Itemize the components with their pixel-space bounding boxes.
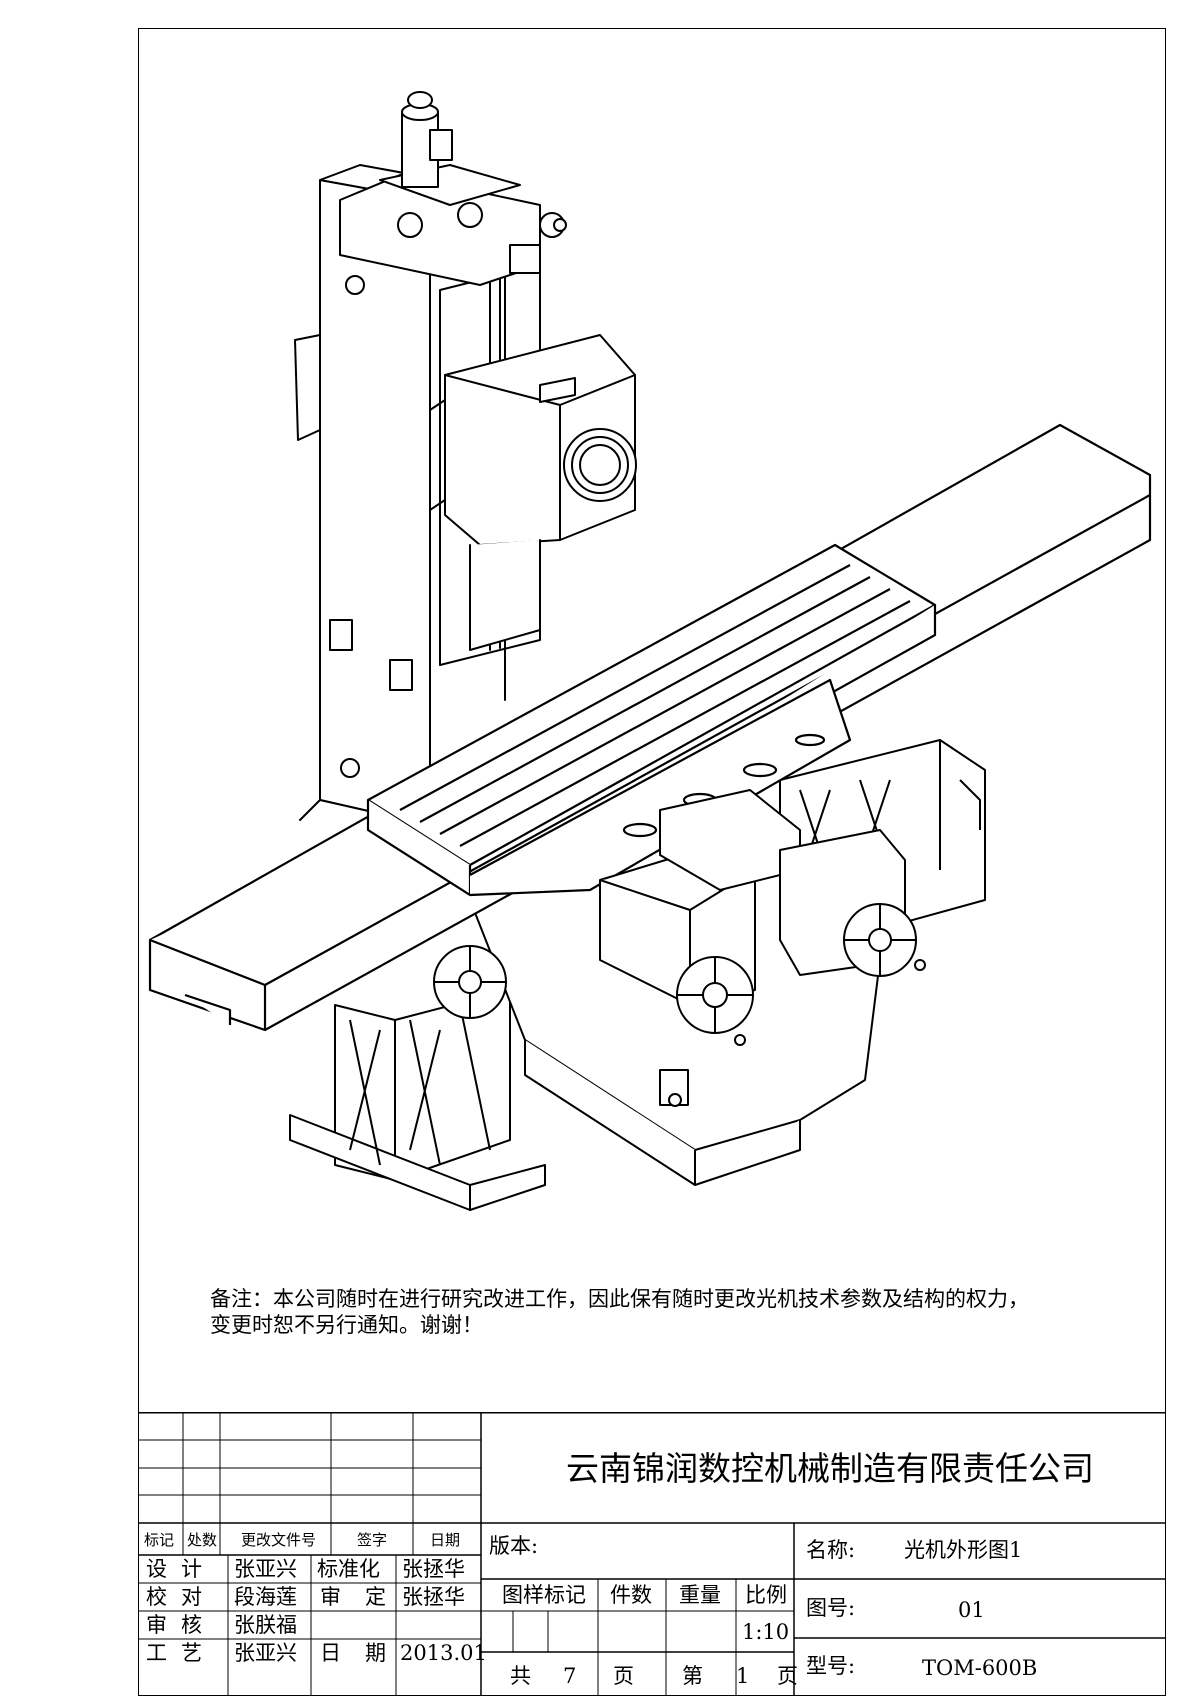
role-review: 审核 (146, 1613, 216, 1637)
name-approve: 张拯华 (402, 1585, 465, 1609)
sheet-unit: 页 (777, 1664, 798, 1688)
rev-header-date: 日期 (430, 1531, 461, 1549)
drawing-no-label: 图号: (806, 1596, 856, 1620)
quantity-label: 件数 (610, 1583, 652, 1607)
title-block: 云南锦润数控机械制造有限责任公司 标记 处数 更改文件号 签字 日期 设计 张亚… (138, 1412, 1166, 1696)
rev-header-sign: 签字 (357, 1531, 388, 1549)
scale-value: 1:10 (742, 1620, 790, 1644)
rev-header-count: 处数 (187, 1531, 218, 1549)
role-approve: 审定 (320, 1585, 410, 1609)
machine-isometric-drawing (148, 91, 1152, 1211)
role-check: 校对 (146, 1585, 216, 1609)
model-label: 型号: (806, 1654, 856, 1678)
total-label: 共 (510, 1664, 531, 1688)
note-line-1: 备注：本公司随时在进行研究改进工作，因此保有随时更改光机技术参数及结构的权力， (210, 1287, 1029, 1311)
name-review: 张朕福 (234, 1613, 297, 1637)
name-design: 张亚兴 (234, 1557, 297, 1581)
stage-mark-label: 图样标记 (502, 1583, 586, 1607)
note: 备注：本公司随时在进行研究改进工作，因此保有随时更改光机技术参数及结构的权力， … (210, 1286, 1160, 1338)
drawing-name: 光机外形图1 (904, 1538, 1023, 1562)
title-block-grid (138, 1412, 1166, 1696)
version-label: 版本: (489, 1534, 539, 1558)
sheet-border (138, 28, 1166, 1696)
note-line-2: 变更时恕不另行通知。谢谢！ (210, 1313, 483, 1337)
name-check: 段海莲 (234, 1585, 297, 1609)
role-date: 日期 (320, 1641, 410, 1665)
drawing-no: 01 (958, 1598, 985, 1622)
model-value: TOM-600B (922, 1656, 1038, 1680)
sheet-label: 第 (682, 1664, 703, 1688)
role-standardize: 标准化 (317, 1557, 380, 1581)
company-name: 云南锦润数控机械制造有限责任公司 (566, 1449, 1094, 1488)
column (319, 179, 431, 826)
name-standardize: 张拯华 (402, 1557, 465, 1581)
weight-label: 重量 (679, 1583, 721, 1607)
role-process: 工艺 (146, 1641, 216, 1665)
role-design: 设计 (146, 1557, 216, 1581)
sheet-number: 1 (736, 1664, 750, 1688)
total-pages: 7 (563, 1664, 577, 1688)
name-process: 张亚兴 (234, 1641, 297, 1665)
total-unit: 页 (613, 1664, 634, 1688)
release-date: 2013.01 (400, 1641, 487, 1665)
name-label: 名称: (806, 1538, 856, 1562)
scale-label: 比例 (745, 1583, 787, 1607)
rev-header-mark: 标记 (144, 1531, 175, 1549)
rev-header-doc: 更改文件号 (241, 1531, 317, 1549)
